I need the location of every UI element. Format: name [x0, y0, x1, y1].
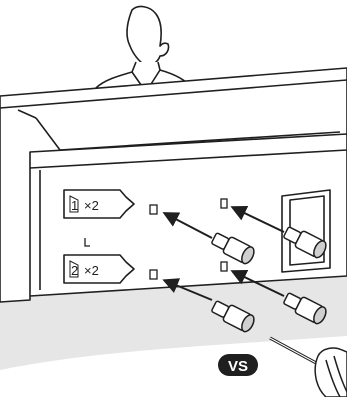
screwdriver-handle [315, 348, 347, 397]
mount-hole-lower-right [221, 262, 227, 271]
person-head [127, 7, 169, 66]
vs-badge-label: VS [228, 358, 248, 375]
tv-rear-panel [0, 68, 347, 302]
callout-2: 2 ×2 [64, 255, 134, 283]
callout-2-number: 2 [71, 263, 78, 278]
callout-1: 1 ×2 [64, 190, 134, 218]
mount-hole-upper-left [150, 205, 157, 214]
mount-hole-upper-right [221, 199, 227, 208]
callout-1-number: 1 [71, 198, 78, 213]
vs-badge: VS [218, 354, 258, 376]
screwdriver [270, 338, 347, 397]
screwdriver-shaft-inner [270, 338, 318, 364]
mount-hole-lower-left [150, 270, 157, 279]
callout-2-label: ×2 [84, 263, 99, 278]
callout-1-label: ×2 [84, 198, 99, 213]
